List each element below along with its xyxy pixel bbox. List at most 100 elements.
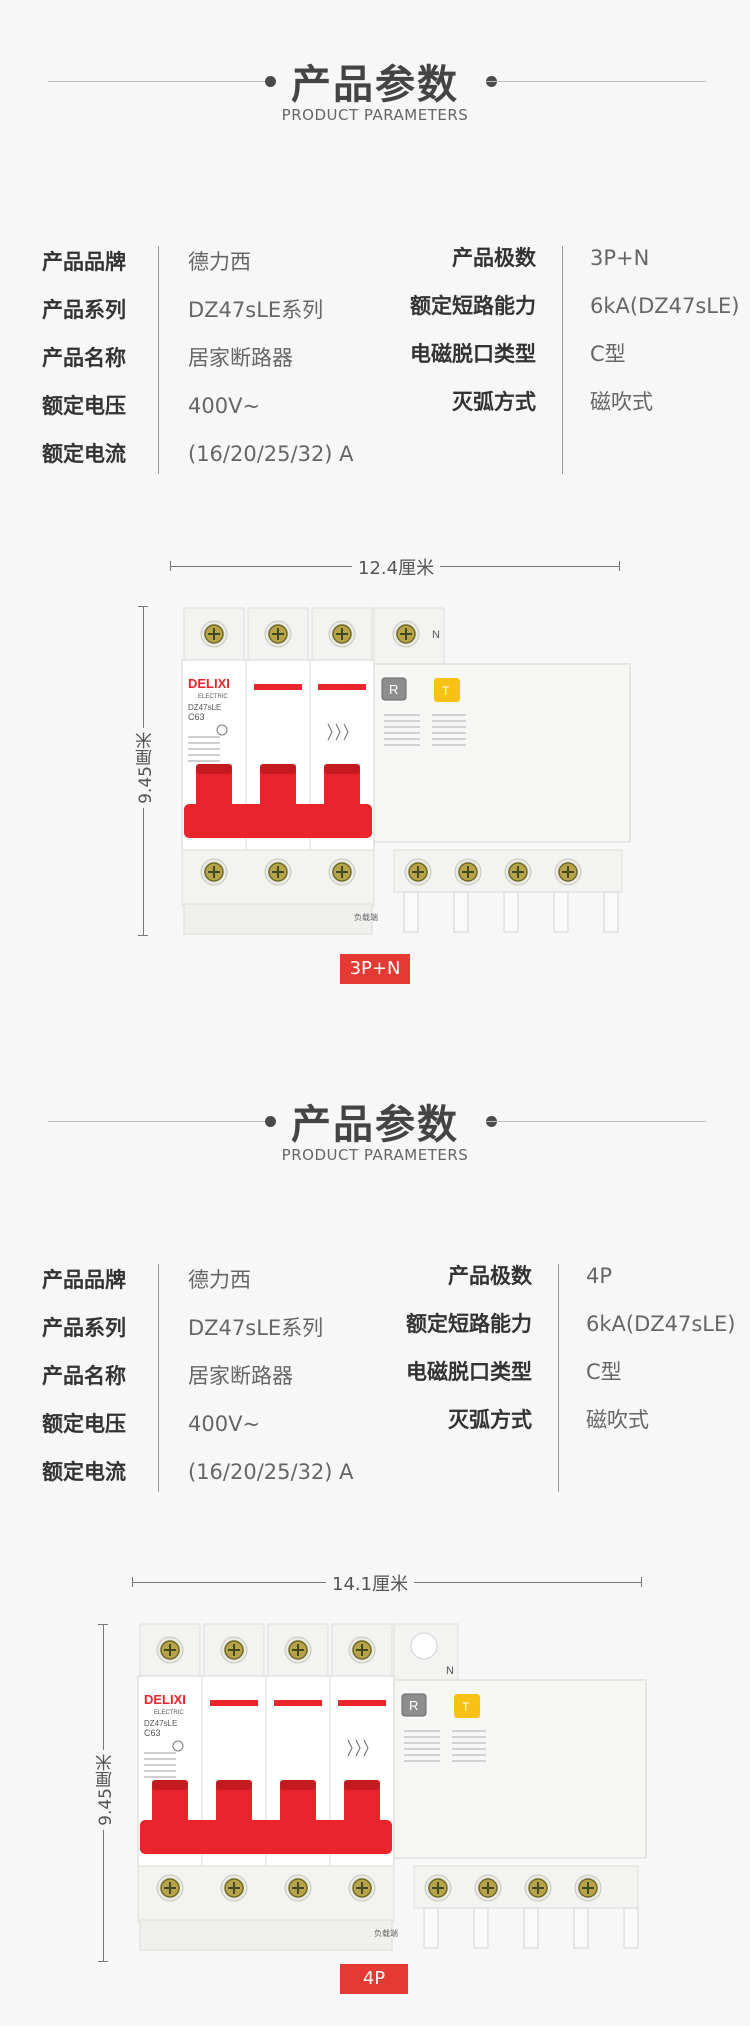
toggle-handle-top [344,1780,380,1790]
terminal-screw-slot [356,1644,368,1656]
terminal-screw-slot [412,866,424,878]
cert-icon [172,1740,184,1752]
fine-print [404,1754,440,1756]
param-value: 3P+N [590,246,650,270]
fine-print [188,748,220,750]
fine-print [404,1760,440,1762]
fine-print [452,1730,486,1732]
params-divider-right [562,246,563,474]
param-label: 额定短路能力 [410,294,536,318]
toggle-handle [280,1780,316,1836]
brand-sub: ELECTRIC [154,1710,184,1716]
rating-mark: C63 [144,1728,161,1738]
width-dimension-label: 12.4厘米 [352,554,441,580]
circuit-symbol [355,1739,361,1757]
terminal-screw-slot [228,1644,240,1656]
test-label: T [442,684,450,698]
param-value: C型 [586,1360,622,1384]
fine-print [384,720,420,722]
section-header: 产品参数 PRODUCT PARAMETERS [0,0,750,124]
rcd-leg [453,891,469,933]
toggle-handle-top [152,1780,188,1790]
toggle-handle-top [324,764,360,774]
rcd-module-body [373,663,631,843]
circuit-symbol [327,723,333,741]
terminal-screw-slot [562,866,574,878]
terminal-screw-slot [292,1882,304,1894]
param-label: 产品品牌 [42,250,126,274]
terminal-screw-slot [512,866,524,878]
rcd-leg [523,1907,539,1949]
param-label: 产品名称 [42,346,126,370]
param-value: DZ47sLE系列 [188,1316,324,1340]
param-label: 灭弧方式 [452,390,536,414]
fine-print [384,714,420,716]
params-table: 产品品牌 德力西 产品系列 DZ47sLE系列 产品名称 居家断路器 额定电压 … [0,1260,750,1500]
params-divider-left [158,1264,159,1492]
rcd-leg [423,1907,439,1949]
param-label: 额定电压 [42,1412,126,1436]
height-dimension-label: 9.45厘米 [133,728,158,808]
pole-red-stripe [210,1700,258,1706]
fine-print [432,726,466,728]
fine-print [432,732,466,734]
toggle-handle [260,764,296,820]
pole-red-stripe [318,684,366,690]
toggle-handle-top [196,764,232,774]
circuit-symbol [347,1739,353,1757]
param-label: 产品品牌 [42,1268,126,1292]
fine-print [404,1736,440,1738]
circuit-symbol [343,723,349,741]
terminal-screw-slot [164,1644,176,1656]
circuit-symbol [335,723,341,741]
load-side-label: 负载端 [374,1928,398,1938]
terminal-screw-slot [272,866,284,878]
din-clip-area [183,903,373,935]
terminal-screw-slot [292,1644,304,1656]
fine-print [188,760,220,762]
param-label: 产品系列 [42,298,126,322]
toggle-handle-top [280,1780,316,1790]
header-divider-left [48,1121,268,1122]
cert-icon [216,724,228,736]
model-mark: DZ47sLE [144,1719,177,1728]
param-value: 400V~ [188,394,261,418]
param-value: (16/20/25/32) A [188,1460,354,1484]
param-label: 产品极数 [452,246,536,270]
rcd-leg [403,891,419,933]
params-table: 产品品牌 德力西 产品系列 DZ47sLE系列 产品名称 居家断路器 额定电压 … [0,240,750,480]
fine-print [404,1730,440,1732]
fine-print [384,726,420,728]
terminal-screw-slot [582,1882,594,1894]
toggle-handle [152,1780,188,1836]
fine-print [144,1758,176,1760]
rcd-module-body [393,1679,647,1859]
width-dimension-label: 14.1厘米 [326,1570,415,1596]
circuit-symbol [363,1739,369,1757]
fine-print [144,1770,176,1772]
section-subtitle: PRODUCT PARAMETERS [281,1146,469,1164]
param-label: 电磁脱口类型 [406,1360,532,1384]
reset-label: R [409,1698,418,1713]
param-label: 产品名称 [42,1364,126,1388]
param-value: DZ47sLE系列 [188,298,324,322]
terminal-screw-slot [336,628,348,640]
toggle-handle [216,1780,252,1836]
param-label: 额定电流 [42,442,126,466]
param-label: 产品极数 [448,1264,532,1288]
load-side-label: 负载端 [354,912,378,922]
section-title: 产品参数 [291,1102,459,1148]
terminal-screw-slot [208,628,220,640]
fine-print [432,714,466,716]
pole-badge: 3P+N [340,954,410,984]
param-value: (16/20/25/32) A [188,442,354,466]
toggle-handle-top [260,764,296,774]
rcd-leg [473,1907,489,1949]
toggle-handle [344,1780,380,1836]
param-label: 额定短路能力 [406,1312,532,1336]
param-value: 400V~ [188,1412,261,1436]
param-value: 磁吹式 [590,390,653,414]
rcd-leg [623,1907,639,1949]
fine-print [452,1760,486,1762]
test-button [434,678,460,702]
